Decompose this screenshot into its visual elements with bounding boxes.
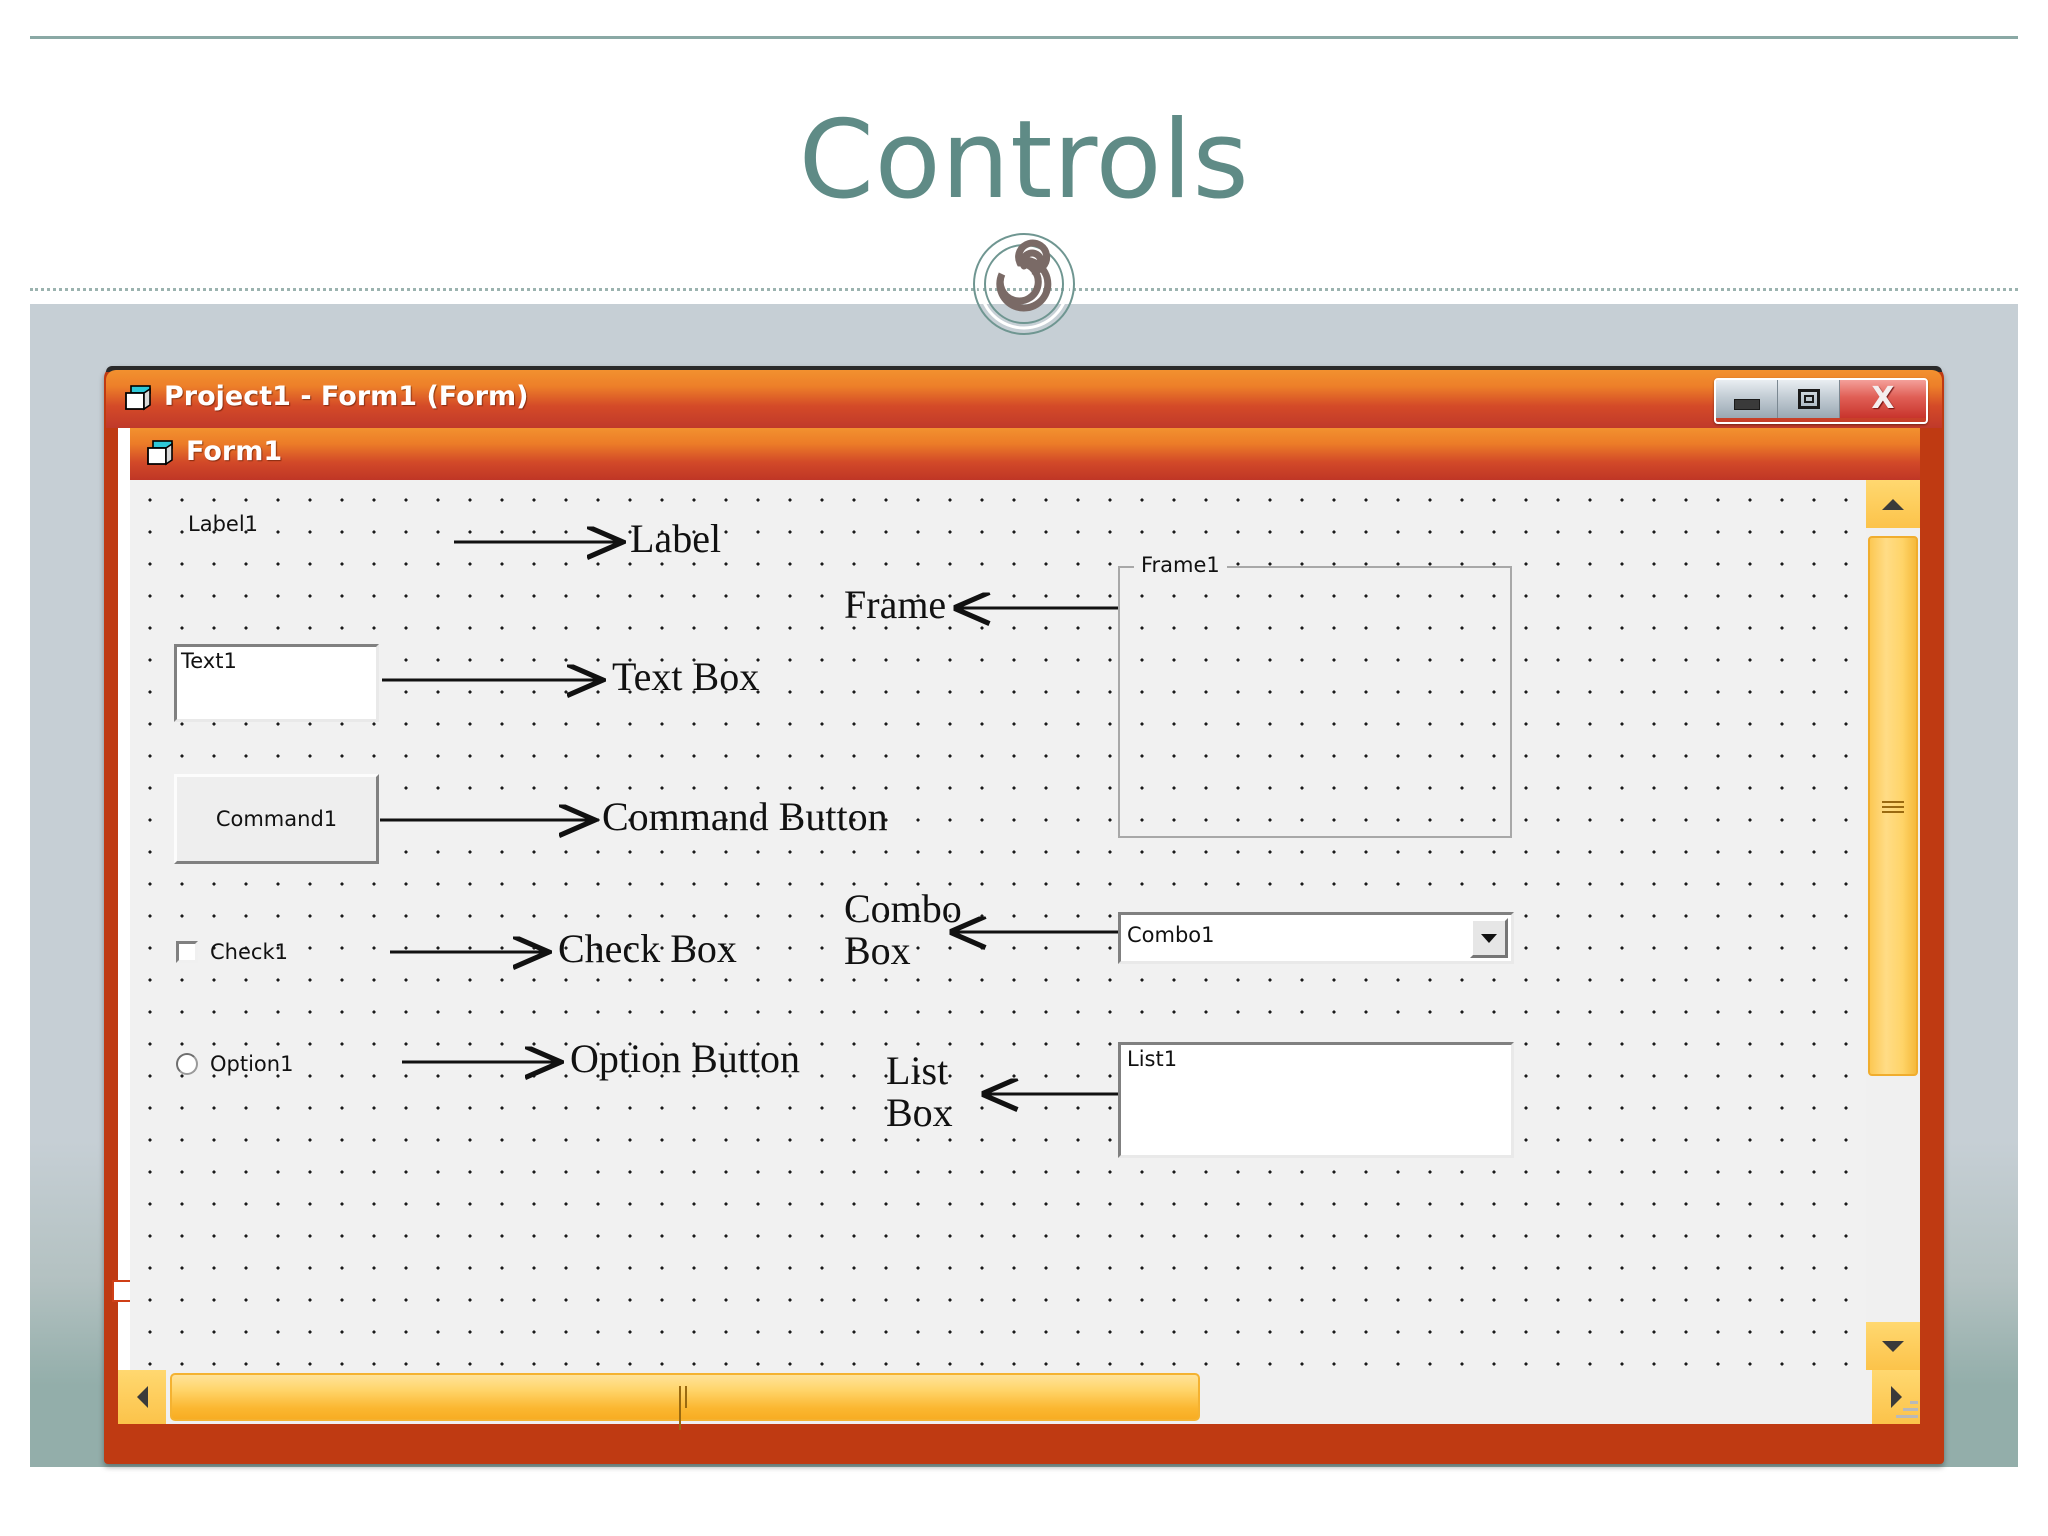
annotation-checkbox: Check Box [558,926,737,971]
vb-listbox-value: List1 [1127,1047,1178,1071]
annotation-label: Label [630,516,722,561]
vb-combobox-control[interactable]: Combo1 [1118,912,1514,964]
scroll-left-button[interactable] [118,1370,166,1424]
title-divider [30,288,2018,291]
scroll-down-button[interactable] [1866,1322,1920,1370]
window-top-shadow [106,366,1942,372]
vb-frame-caption: Frame1 [1134,553,1227,577]
vertical-scrollbar-thumb[interactable] [1868,536,1918,1076]
vb-label-caption: Label1 [188,512,259,536]
window-title: Project1 - Form1 (Form) [164,381,529,412]
arrow-right-icon [1890,1386,1902,1408]
horizontal-scrollbar[interactable] [118,1370,1920,1430]
vb-command-button-control[interactable]: Command1 [174,774,379,864]
vb-option-button-caption: Option1 [210,1052,294,1076]
arrow-up-icon [1882,498,1904,510]
annotation-command-button: Command Button [602,794,888,839]
inner-form-titlebar[interactable]: Form1 [130,428,1920,480]
vb-command-button-caption: Command1 [215,807,338,831]
maximize-button[interactable] [1778,380,1840,418]
inner-form-notch [118,428,130,480]
grip-icon [677,1386,693,1430]
form-design-canvas[interactable]: Label1 Text1 Command1 Check1 Option1 [130,480,1866,1370]
vb-option-button-control[interactable]: Option1 [176,1052,293,1076]
vertical-scrollbar[interactable] [1866,480,1920,1370]
close-button[interactable]: X [1840,380,1926,418]
grip-icon [1882,798,1904,814]
vb-frame-control[interactable]: Frame1 [1118,553,1512,838]
annotation-frame: Frame [844,582,947,627]
vb-textbox-value: Text1 [181,649,237,673]
checkbox-square-icon[interactable] [176,941,198,963]
minimize-button[interactable] [1716,380,1778,418]
vb-listbox-control[interactable]: List1 [1118,1042,1514,1158]
arrow-down-icon [1882,1340,1904,1352]
spiral-ornament-icon [973,233,1075,335]
annotation-option-button: Option Button [570,1036,801,1081]
vb-form-icon [147,440,173,466]
annotation-textbox: Text Box [612,654,760,699]
vb-textbox-control[interactable]: Text1 [174,644,379,722]
radio-circle-icon[interactable] [176,1053,198,1075]
resize-grip-icon[interactable] [1892,1394,1918,1420]
scroll-up-button[interactable] [1866,480,1920,528]
window-titlebar[interactable]: Project1 - Form1 (Form) X [106,370,1942,428]
arrow-left-icon [136,1386,148,1408]
annotation-combo-box: Combo Box [844,886,962,973]
annotation-arrows [380,480,1118,1370]
chevron-down-icon [1481,933,1497,943]
minimize-icon [1733,398,1760,410]
page-title: Controls [798,98,1250,223]
inner-form-title: Form1 [186,436,283,467]
vb-checkbox-control[interactable]: Check1 [176,940,288,964]
vb-checkbox-caption: Check1 [210,940,288,964]
combobox-dropdown-button[interactable] [1470,918,1508,958]
form-left-strip [118,480,130,1370]
restore-icon [1797,389,1820,409]
close-icon: X [1871,381,1895,416]
vb-form-icon [125,385,151,411]
vb-label-control[interactable]: Label1 [188,512,258,536]
vb-form-window: Project1 - Form1 (Form) X Form1 [104,366,1944,1464]
annotation-list-box: List Box [886,1048,953,1135]
vb-combobox-value: Combo1 [1127,923,1215,947]
horizontal-scrollbar-thumb[interactable] [170,1373,1200,1430]
window-button-group: X [1714,378,1928,424]
